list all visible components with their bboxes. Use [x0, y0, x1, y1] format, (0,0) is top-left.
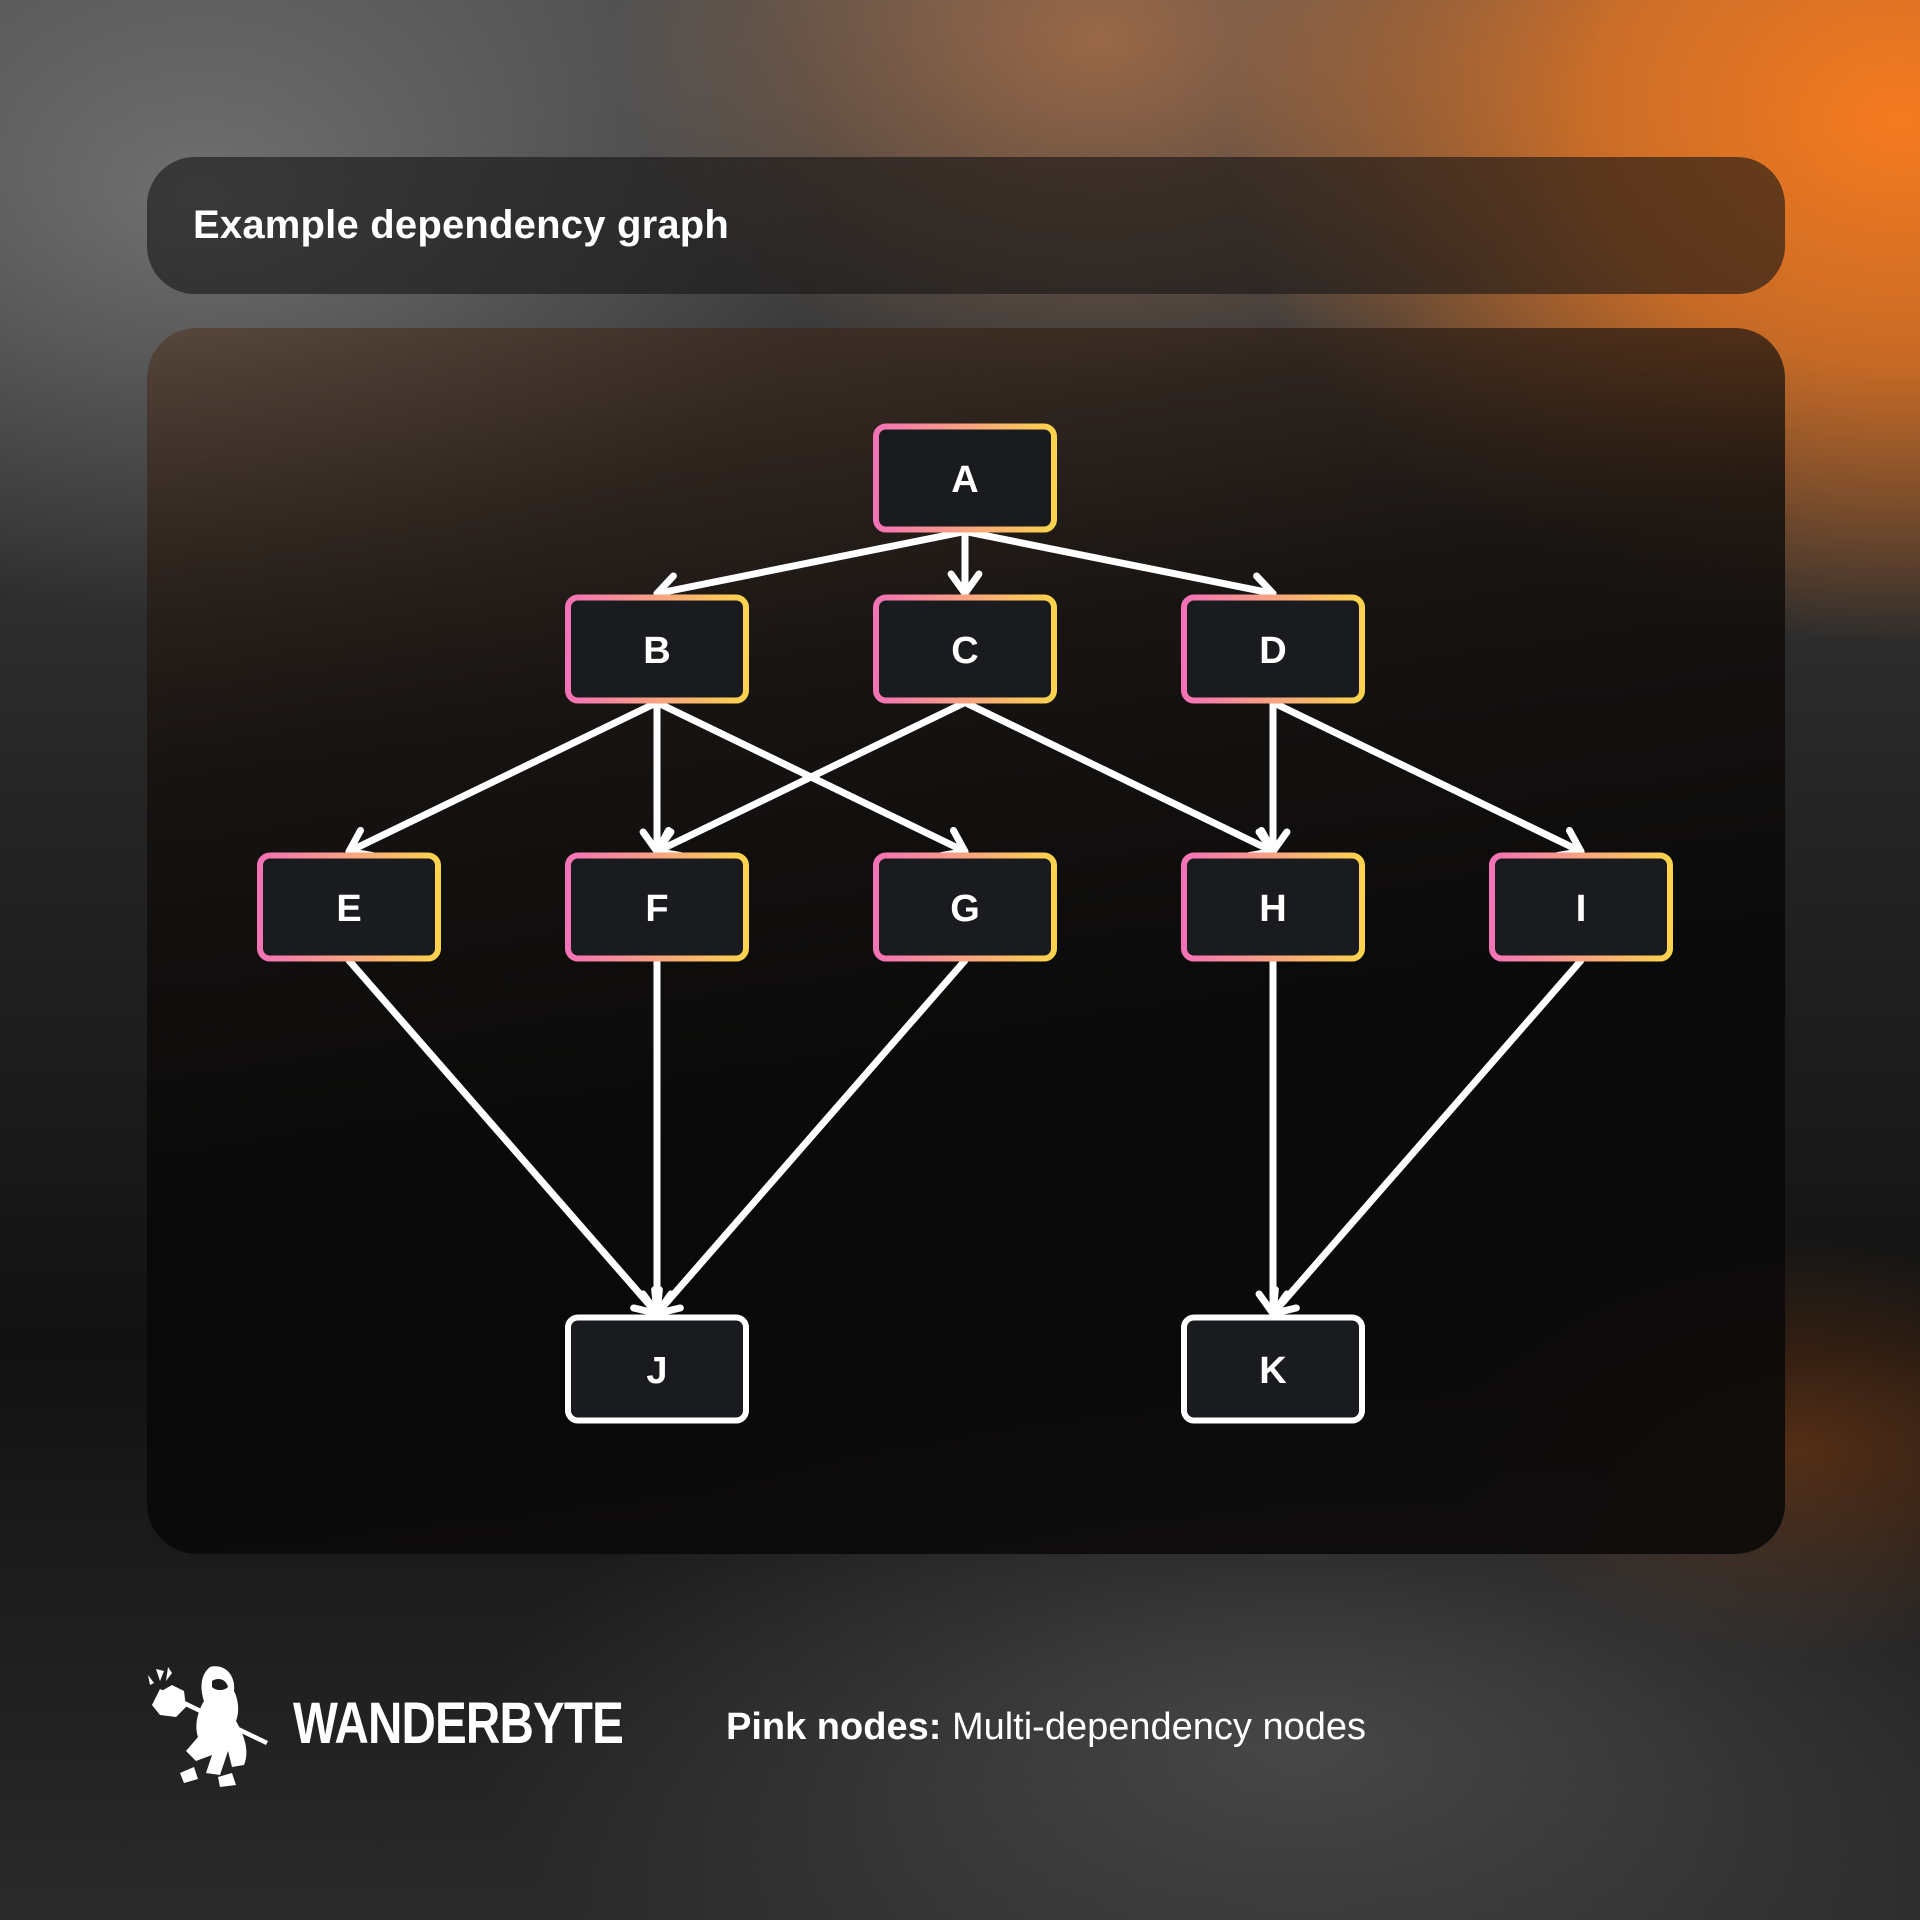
edge-a-c — [947, 528, 983, 597]
node-box — [565, 594, 749, 704]
node-box — [1489, 852, 1673, 962]
page-title: Example dependency graph — [193, 203, 730, 247]
wanderer-icon — [148, 1666, 268, 1787]
edge-e-j-line — [345, 957, 661, 1317]
edge-d-i-line — [1269, 699, 1585, 855]
node-box — [873, 852, 1057, 962]
edge-c-h-line — [961, 699, 1277, 855]
edge-a-d — [961, 528, 1277, 607]
node-h: H — [1181, 852, 1365, 962]
edge-g-j-line — [653, 957, 969, 1317]
edge-i-k-line — [1269, 957, 1585, 1317]
brand-logo: WANDERBYTE — [293, 1691, 624, 1756]
node-label: H — [1259, 888, 1286, 930]
node-box — [873, 423, 1057, 533]
node-box — [257, 852, 441, 962]
edge-b-e — [345, 699, 661, 860]
node-label: C — [951, 630, 978, 672]
edge-c-f-line — [653, 699, 969, 855]
title-bar: Example dependency graph — [147, 157, 1785, 294]
edge-i-k-arrowhead — [1269, 1286, 1300, 1317]
node-k: K — [1181, 1314, 1365, 1424]
legend-label: Pink nodes: — [726, 1706, 942, 1748]
node-label: G — [950, 888, 980, 930]
node-box — [565, 852, 749, 962]
node-f: F — [565, 852, 749, 962]
node-box — [873, 594, 1057, 704]
edge-a-c-arrowhead — [947, 570, 983, 597]
edge-a-d-line — [961, 528, 1277, 597]
edge-e-j — [345, 957, 661, 1317]
edge-d-i — [1269, 699, 1585, 860]
node-box — [1181, 594, 1365, 704]
legend: Pink nodes: Multi-dependency nodes — [726, 1706, 1366, 1749]
edge-a-b — [653, 528, 969, 607]
node-label: D — [1259, 630, 1286, 672]
edge-a-b-line — [653, 528, 969, 597]
node-g: G — [873, 852, 1057, 962]
node-label: E — [336, 888, 361, 930]
node-a: A — [873, 423, 1057, 533]
node-box — [565, 1314, 749, 1424]
node-label: I — [1576, 888, 1587, 930]
node-d: D — [1181, 594, 1365, 704]
node-i: I — [1489, 852, 1673, 962]
node-j: J — [565, 1314, 749, 1424]
edge-g-j-arrowhead — [653, 1286, 684, 1317]
node-label: A — [951, 459, 978, 501]
node-label: F — [645, 888, 668, 930]
edge-h-k — [1255, 957, 1291, 1317]
node-label: B — [643, 630, 670, 672]
node-label: J — [646, 1350, 667, 1392]
edge-d-h-arrowhead — [1255, 828, 1291, 855]
edge-g-j — [653, 957, 969, 1317]
node-e: E — [257, 852, 441, 962]
node-b: B — [565, 594, 749, 704]
nodes-layer: A B C D E F G H I J K — [257, 423, 1673, 1424]
edge-b-e-line — [345, 699, 661, 855]
legend-text: Multi-dependency nodes — [951, 1706, 1366, 1748]
node-label: K — [1259, 1350, 1287, 1392]
edge-i-k — [1269, 957, 1585, 1317]
edge-c-h — [961, 699, 1277, 860]
node-box — [1181, 852, 1365, 962]
node-box — [1181, 1314, 1365, 1424]
edge-d-h — [1255, 699, 1291, 855]
edge-f-j — [639, 957, 675, 1317]
node-c: C — [873, 594, 1057, 704]
